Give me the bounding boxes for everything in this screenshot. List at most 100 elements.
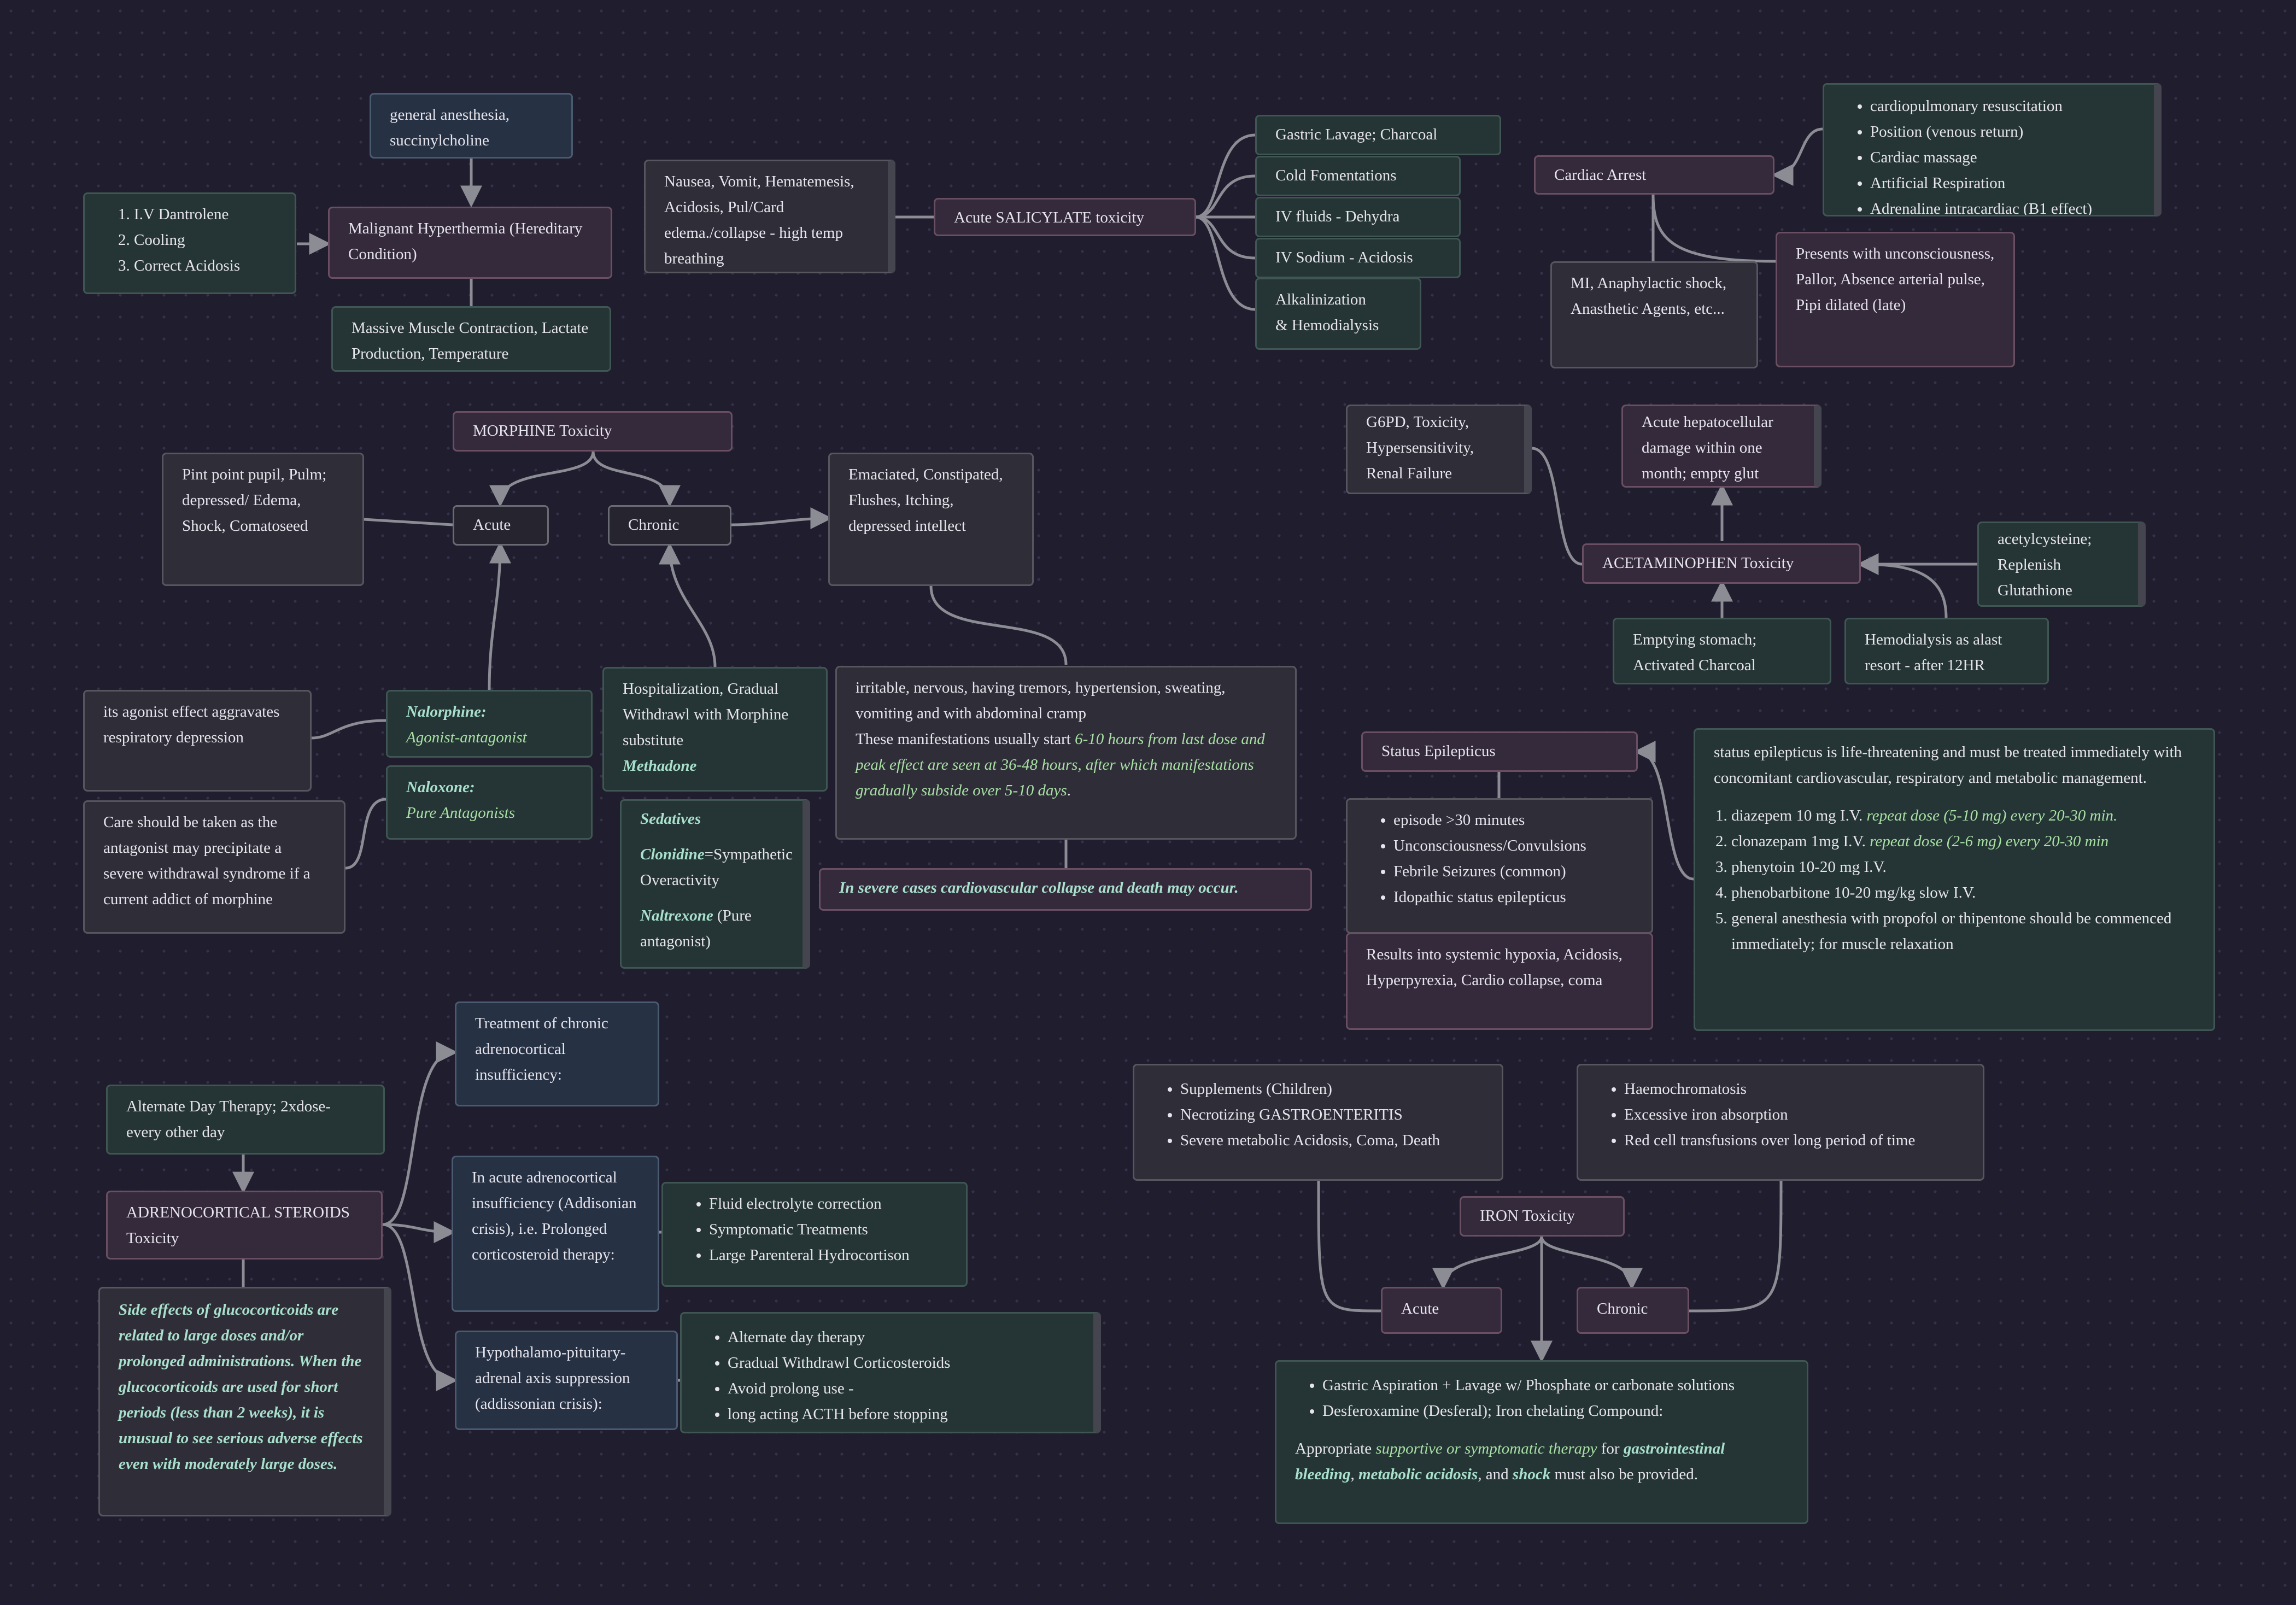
node-agonist-effect[interactable]: its agonist effect aggravates respirator… xyxy=(83,690,312,792)
episode-item: Unconsciousness/Convulsions xyxy=(1393,833,1633,859)
naltrexone-desc: (Pure antagonist) xyxy=(640,907,752,950)
iron-treatment-note: Appropriate supportive or symptomatic th… xyxy=(1295,1436,1788,1487)
node-morphine[interactable]: MORPHINE Toxicity xyxy=(453,411,733,452)
node-agonist-effect-text: its agonist effect aggravates respirator… xyxy=(103,703,280,746)
episode-list: episode >30 minutes Unconsciousness/Conv… xyxy=(1366,807,1633,910)
dantrolene-item: Correct Acidosis xyxy=(134,253,276,279)
haemo-item: Haemochromatosis xyxy=(1624,1076,1964,1102)
node-gastric-lavage[interactable]: Gastric Lavage; Charcoal xyxy=(1255,115,1501,155)
iron-note-hl1: supportive or symptomatic therapy xyxy=(1375,1440,1597,1457)
edge-cpr-cardiac xyxy=(1771,127,1823,186)
node-hemodialysis[interactable]: Hemodialysis as alast resort - after 12H… xyxy=(1844,618,2049,684)
node-severe-cases-text: In severe cases cardiovascular collapse … xyxy=(839,879,1239,897)
node-massive-muscle[interactable]: Massive Muscle Contraction, Lactate Prod… xyxy=(331,306,611,372)
cpr-item: cardiopulmonary resuscitation xyxy=(1870,93,2135,119)
status-treatment-item: general anesthesia with propofol or thip… xyxy=(1731,906,2195,957)
irritable-pre: These manifestations usually start xyxy=(856,730,1075,748)
node-in-acute-text: In acute adrenocortical insufficiency (A… xyxy=(472,1169,637,1263)
node-naloxone[interactable]: Naloxone: Pure Antagonists xyxy=(386,765,593,840)
supplements-item: Supplements (Children) xyxy=(1180,1076,1483,1102)
node-gastric-lavage-text: Gastric Lavage; Charcoal xyxy=(1275,126,1438,143)
node-hemodialysis-text: Hemodialysis as alast resort - after 12H… xyxy=(1865,631,2002,674)
node-mi[interactable]: MI, Anaphylactic shock, Anasthetic Agent… xyxy=(1550,261,1758,368)
node-alternate-day-text: Alternate Day Therapy; 2xdose- every oth… xyxy=(126,1098,331,1141)
iron-note-b3: shock xyxy=(1512,1466,1551,1483)
node-iron-toxicity[interactable]: IRON Toxicity xyxy=(1460,1196,1625,1237)
node-hepatocellular[interactable]: Acute hepatocellular damage within one m… xyxy=(1621,405,1821,488)
node-alkalinization[interactable]: Alkalinization & Hemodialysis xyxy=(1255,278,1421,350)
node-morphine-chronic[interactable]: Chronic xyxy=(608,505,731,546)
node-iron-acute[interactable]: Acute xyxy=(1381,1287,1502,1334)
status-item-text: phenobarbitone 10-20 mg/kg slow I.V. xyxy=(1731,884,1976,901)
irritable-highlight: 6-10 hours from last dose and peak effec… xyxy=(856,730,1265,799)
edge-salicylate-cold xyxy=(1195,174,1256,219)
node-alkalinization-line: Alkalinization xyxy=(1275,291,1366,308)
node-in-acute[interactable]: In acute adrenocortical insufficiency (A… xyxy=(452,1156,659,1312)
edge-salicylate-gastric xyxy=(1178,133,1256,229)
node-nausea[interactable]: Nausea, Vomit, Hematemesis, Acidosis, Pu… xyxy=(644,160,895,273)
node-haemochromatosis[interactable]: Haemochromatosis Excessive iron absorpti… xyxy=(1577,1064,1984,1181)
node-alternate-day[interactable]: Alternate Day Therapy; 2xdose- every oth… xyxy=(106,1085,385,1155)
edge-salicylate-alkal xyxy=(1195,215,1256,311)
node-dantrolene-list[interactable]: I.V Dantrolene Cooling Correct Acidosis xyxy=(83,192,296,294)
node-g6pd[interactable]: G6PD, Toxicity, Hypersensitivity, Renal … xyxy=(1346,405,1532,494)
node-status-treatment[interactable]: status epilepticus is life-threatening a… xyxy=(1694,728,2215,1031)
sedatives-naltrexone: Naltrexone (Pure antagonist) xyxy=(640,903,784,954)
node-alternate-list[interactable]: Alternate day therapy Gradual Withdrawl … xyxy=(680,1312,1101,1433)
node-cold-fomentations[interactable]: Cold Fomentations xyxy=(1255,156,1461,196)
node-care[interactable]: Care should be taken as the antagonist m… xyxy=(83,800,345,934)
node-iv-sodium[interactable]: IV Sodium - Acidosis xyxy=(1255,238,1461,278)
node-morphine-acute[interactable]: Acute xyxy=(453,505,549,546)
node-severe-cases[interactable]: In severe cases cardiovascular collapse … xyxy=(819,868,1312,911)
node-status-epilepticus-text: Status Epilepticus xyxy=(1381,742,1496,760)
edge-supplements-acute xyxy=(1317,1180,1381,1313)
node-acetaminophen[interactable]: ACETAMINOPHEN Toxicity xyxy=(1582,543,1861,584)
node-cardiac-arrest[interactable]: Cardiac Arrest xyxy=(1534,155,1774,195)
node-emaciated[interactable]: Emaciated, Constipated, Flushes, Itching… xyxy=(828,453,1034,586)
node-results[interactable]: Results into systemic hypoxia, Acidosis,… xyxy=(1346,933,1653,1030)
node-status-epilepticus[interactable]: Status Epilepticus xyxy=(1361,731,1638,772)
node-treatment-chronic[interactable]: Treatment of chronic adrenocortical insu… xyxy=(455,1001,659,1106)
node-presents-text: Presents with unconsciousness, Pallor, A… xyxy=(1796,245,1995,314)
node-pinpoint[interactable]: Pint point pupil, Pulm; depressed/ Edema… xyxy=(162,453,364,586)
node-salicylate[interactable]: Acute SALICYLATE toxicity xyxy=(934,198,1196,236)
node-emaciated-text: Emaciated, Constipated, Flushes, Itching… xyxy=(848,466,1003,535)
iron-note-b1: gastrointestinal bleeding xyxy=(1295,1440,1725,1483)
alternate-item: long acting ACTH before stopping xyxy=(728,1402,1075,1427)
node-hypothalamo[interactable]: Hypothalamo-pituitary-adrenal axis suppr… xyxy=(455,1331,678,1430)
node-nalorphine[interactable]: Nalorphine: Agonist-antagonist xyxy=(386,690,593,758)
status-treatment-item: diazepem 10 mg I.V. repeat dose (5-10 mg… xyxy=(1731,803,2195,829)
node-presents[interactable]: Presents with unconsciousness, Pallor, A… xyxy=(1776,232,2015,367)
edge-adreno-hypo xyxy=(382,1223,458,1391)
status-item-highlight: repeat dose (2-6 mg) every 20-30 min xyxy=(1870,833,2109,850)
node-fluid-list[interactable]: Fluid electrolyte correction Symptomatic… xyxy=(661,1182,968,1287)
node-alkalinization-line: & Hemodialysis xyxy=(1275,317,1379,334)
node-hospitalization[interactable]: Hospitalization, Gradual Withdrawl with … xyxy=(602,667,828,792)
node-malignant-hyperthermia[interactable]: Malignant Hyperthermia (Hereditary Condi… xyxy=(328,207,612,279)
node-episode-list[interactable]: episode >30 minutes Unconsciousness/Conv… xyxy=(1346,798,1653,934)
node-general-anesthesia[interactable]: general anesthesia, succinylcholine xyxy=(370,93,573,159)
node-adrenocortical[interactable]: ADRENOCORTICAL STEROIDS Toxicity xyxy=(106,1191,383,1260)
naloxone-name: Naloxone: xyxy=(406,778,475,796)
node-irritable[interactable]: irritable, nervous, having tremors, hype… xyxy=(835,666,1297,840)
node-iv-fluids[interactable]: IV fluids - Dehydra xyxy=(1255,197,1461,237)
iron-note-p2: for xyxy=(1597,1440,1624,1457)
cpr-item: Artificial Respiration xyxy=(1870,171,2135,196)
node-g6pd-text: G6PD, Toxicity, Hypersensitivity, Renal … xyxy=(1366,413,1474,482)
edge-cardiac-presents xyxy=(1651,194,1776,263)
node-iv-sodium-text: IV Sodium - Acidosis xyxy=(1275,249,1413,266)
node-acetylcysteine[interactable]: acetylcysteine; Replenish Glutathione xyxy=(1977,522,2146,607)
edge-morphine-chronic xyxy=(591,451,681,507)
alternate-item: Gradual Withdrawl Corticosteroids xyxy=(728,1350,1075,1376)
node-side-effects[interactable]: Side effects of glucocorticoids are rela… xyxy=(98,1287,391,1516)
node-cpr-list[interactable]: cardiopulmonary resuscitation Position (… xyxy=(1823,83,2162,216)
node-sedatives[interactable]: Sedatives Clonidine=Sympathetic Overacti… xyxy=(620,799,810,969)
irritable-post: . xyxy=(1067,782,1071,799)
node-iron-treatment[interactable]: Gastric Aspiration + Lavage w/ Phosphate… xyxy=(1275,1360,1808,1524)
iron-treatment-item: Gastric Aspiration + Lavage w/ Phosphate… xyxy=(1322,1373,1788,1398)
node-iron-chronic[interactable]: Chronic xyxy=(1577,1287,1689,1334)
node-emptying-stomach[interactable]: Emptying stomach; Activated Charcoal xyxy=(1613,618,1831,684)
status-item-text: general anesthesia with propofol or thip… xyxy=(1731,910,2172,953)
node-supplements[interactable]: Supplements (Children) Necrotizing GASTR… xyxy=(1133,1064,1503,1181)
